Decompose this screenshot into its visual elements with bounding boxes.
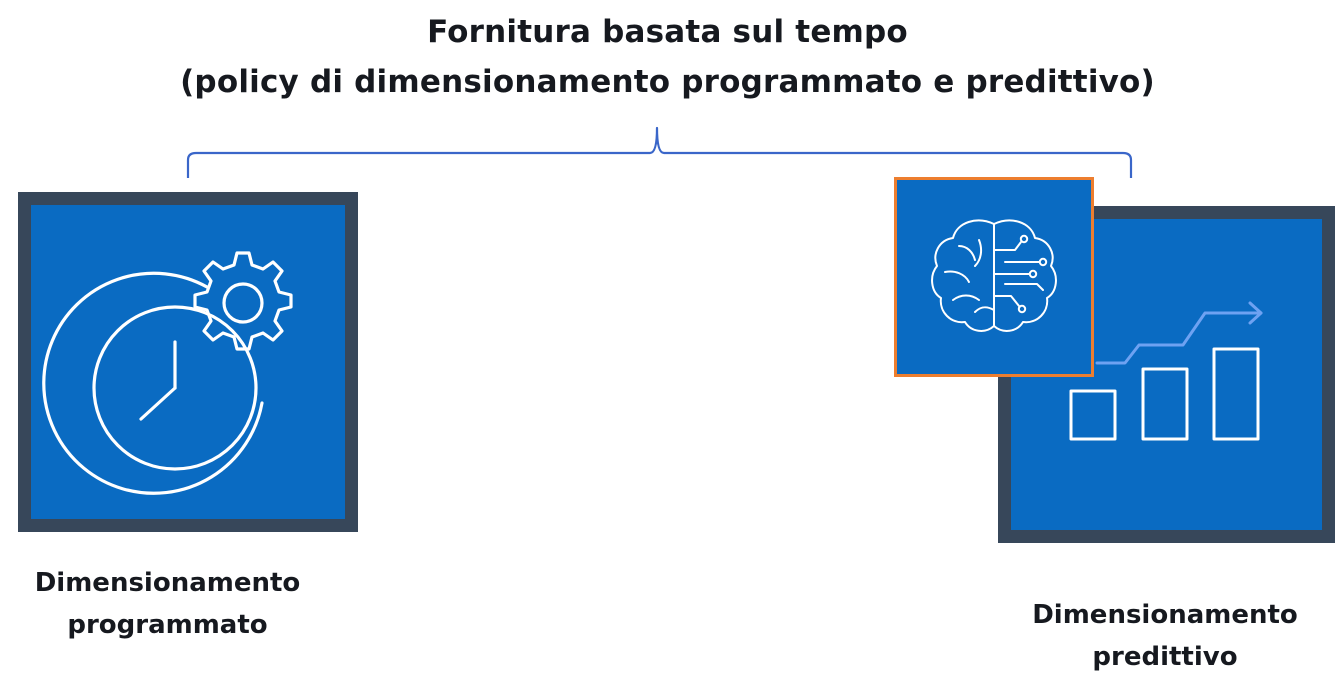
machine-learning-tile xyxy=(894,177,1094,377)
scheduled-label-line2: programmato xyxy=(67,610,268,640)
predictive-label-line2: predittivo xyxy=(1092,642,1238,672)
diagram-title: Fornitura basata sul tempo xyxy=(427,14,908,50)
clock-gear-icon xyxy=(42,251,293,495)
scheduled-label-line1: Dimensionamento xyxy=(34,568,301,598)
grouping-brace xyxy=(186,126,1133,178)
machine-learning-brain-icon xyxy=(931,219,1057,332)
scheduled-scaling-label: Dimensionamento programmato xyxy=(0,562,335,646)
diagram-subtitle: (policy di dimensionamento programmato e… xyxy=(180,64,1155,100)
bar-chart-trend-icon xyxy=(1069,301,1263,441)
predictive-label-line1: Dimensionamento xyxy=(1032,600,1298,630)
predictive-scaling-label: Dimensionamento predittivo xyxy=(995,594,1335,678)
scheduled-scaling-tile xyxy=(18,192,358,532)
